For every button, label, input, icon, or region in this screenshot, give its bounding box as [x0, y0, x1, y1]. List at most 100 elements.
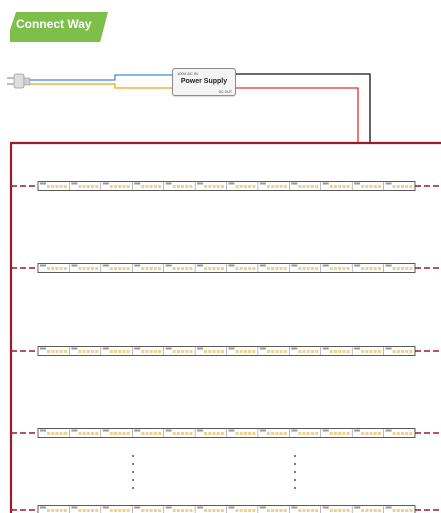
led-chip — [302, 185, 306, 188]
led-chip — [333, 350, 337, 353]
led-chip — [158, 267, 162, 270]
strip-segment — [289, 181, 319, 191]
led-chip — [409, 432, 413, 435]
led-chip — [275, 350, 279, 353]
strip-segment — [289, 263, 319, 273]
led-chip — [275, 185, 279, 188]
led-chip — [176, 509, 180, 512]
led-chip — [239, 509, 243, 512]
led-chip — [365, 350, 369, 353]
led-chip — [149, 432, 153, 435]
led-chip — [369, 185, 373, 188]
led-chip — [235, 509, 239, 512]
led-chip — [275, 432, 279, 435]
led-chip — [141, 432, 145, 435]
led-chip — [109, 185, 113, 188]
strip-segment — [194, 346, 224, 356]
strip-segment — [194, 505, 224, 513]
led-chip — [220, 185, 224, 188]
connect-way-title: Connect Way — [16, 17, 92, 31]
strip-segment — [163, 505, 193, 513]
led-chip — [235, 350, 239, 353]
led-strip — [11, 428, 441, 438]
led-chip — [149, 350, 153, 353]
led-chip — [342, 509, 346, 512]
led-chip — [176, 267, 180, 270]
dc-wire-negative — [234, 73, 371, 143]
led-chip — [216, 185, 220, 188]
led-chip — [365, 185, 369, 188]
led-chip — [122, 432, 126, 435]
led-chip — [271, 350, 275, 353]
led-chip — [126, 267, 130, 270]
led-chip — [204, 185, 208, 188]
led-chip — [338, 432, 342, 435]
led-chip — [212, 185, 216, 188]
led-chip — [239, 350, 243, 353]
led-chip — [252, 432, 256, 435]
led-chip — [145, 185, 149, 188]
led-chip — [51, 350, 55, 353]
led-chip — [342, 432, 346, 435]
led-chip — [373, 432, 377, 435]
led-chip — [204, 509, 208, 512]
led-chip — [141, 350, 145, 353]
led-chip — [266, 267, 270, 270]
led-chip — [329, 185, 333, 188]
led-chip — [275, 509, 279, 512]
led-chip — [126, 185, 130, 188]
strip-segment — [40, 506, 67, 512]
led-chip — [310, 432, 314, 435]
led-chip — [86, 267, 90, 270]
led-chip — [220, 432, 224, 435]
led-chip — [204, 350, 208, 353]
power-supply-spec: 100V AC IN — [177, 71, 198, 76]
strip-segment — [163, 263, 193, 273]
led-chip — [329, 432, 333, 435]
strip-segment — [383, 263, 413, 273]
led-chip — [306, 185, 310, 188]
strip-segment — [257, 428, 287, 438]
strip-segment — [163, 428, 193, 438]
led-chip — [78, 267, 82, 270]
strip-segment — [383, 346, 413, 356]
led-chip — [400, 185, 404, 188]
led-chip — [365, 267, 369, 270]
led-chip — [302, 350, 306, 353]
led-chip — [333, 432, 337, 435]
led-chip — [59, 185, 63, 188]
led-chip — [409, 509, 413, 512]
led-chip — [145, 509, 149, 512]
led-chip — [405, 432, 409, 435]
led-chip — [216, 432, 220, 435]
led-chip — [369, 350, 373, 353]
led-chip — [208, 267, 212, 270]
led-chip — [243, 185, 247, 188]
led-chip — [189, 509, 193, 512]
led-chip — [82, 185, 86, 188]
led-chip — [306, 267, 310, 270]
led-chip — [149, 509, 153, 512]
led-chip — [91, 185, 95, 188]
led-chip — [310, 185, 314, 188]
led-chip — [204, 432, 208, 435]
led-chip — [346, 509, 350, 512]
led-chip — [185, 509, 189, 512]
led-chip — [185, 432, 189, 435]
led-chip — [252, 185, 256, 188]
led-chip — [342, 185, 346, 188]
strip-segment — [163, 181, 193, 191]
led-chip — [51, 267, 55, 270]
led-chip — [333, 185, 337, 188]
led-chip — [86, 432, 90, 435]
led-chip — [118, 267, 122, 270]
led-chip — [377, 267, 381, 270]
strip-segment — [69, 428, 99, 438]
led-chip — [279, 509, 283, 512]
led-chip — [78, 350, 82, 353]
led-chip — [409, 350, 413, 353]
led-chip — [283, 432, 287, 435]
led-chip — [298, 185, 302, 188]
led-chip — [243, 509, 247, 512]
led-chip — [91, 432, 95, 435]
